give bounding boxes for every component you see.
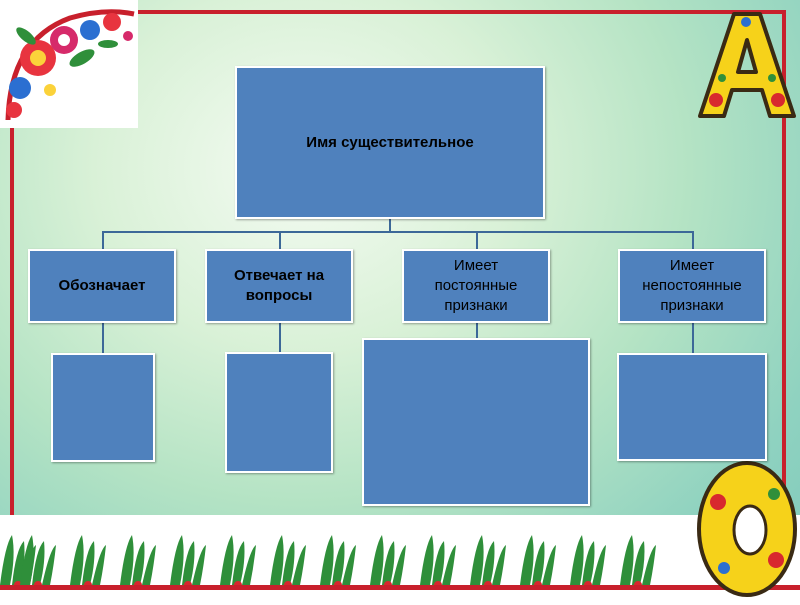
connector-branch-4 <box>692 231 694 250</box>
decorative-letter-a-icon <box>694 8 798 120</box>
branch-node-answers-questions: Отвечает на вопросы <box>205 249 353 323</box>
branch-node-designates: Обозначает <box>28 249 176 323</box>
connector-child-4 <box>692 322 694 354</box>
connector-root-down <box>389 218 391 232</box>
floral-corner-ornament <box>0 0 138 128</box>
bottom-red-line <box>0 585 800 590</box>
flower-icon <box>6 13 133 118</box>
decorative-letter-o-icon <box>694 458 800 600</box>
branch-node-permanent-features: Имеет постоянные признаки <box>402 249 550 323</box>
connector-branch-3 <box>476 231 478 250</box>
empty-answer-box-1 <box>51 353 155 462</box>
branch-label-variable-features: Имеет непостоянные признаки <box>642 257 742 314</box>
connector-horizontal <box>102 231 694 233</box>
connector-branch-1 <box>102 231 104 250</box>
branch-node-variable-features: Имеет непостоянные признаки <box>618 249 766 323</box>
connector-child-1 <box>102 322 104 354</box>
connector-child-3 <box>476 322 478 339</box>
root-node: Имя существительное <box>235 66 545 219</box>
connector-branch-2 <box>279 231 281 250</box>
branch-label-designates: Обозначает <box>58 277 146 294</box>
empty-answer-box-4 <box>617 353 767 461</box>
connector-child-2 <box>279 322 281 353</box>
branch-label-answers-questions: Отвечает на вопросы <box>233 267 325 304</box>
empty-answer-box-2 <box>225 352 333 473</box>
root-node-label: Имя существительное <box>306 133 474 151</box>
branch-label-permanent-features: Имеет постоянные признаки <box>434 257 518 314</box>
empty-answer-box-3 <box>362 338 590 506</box>
